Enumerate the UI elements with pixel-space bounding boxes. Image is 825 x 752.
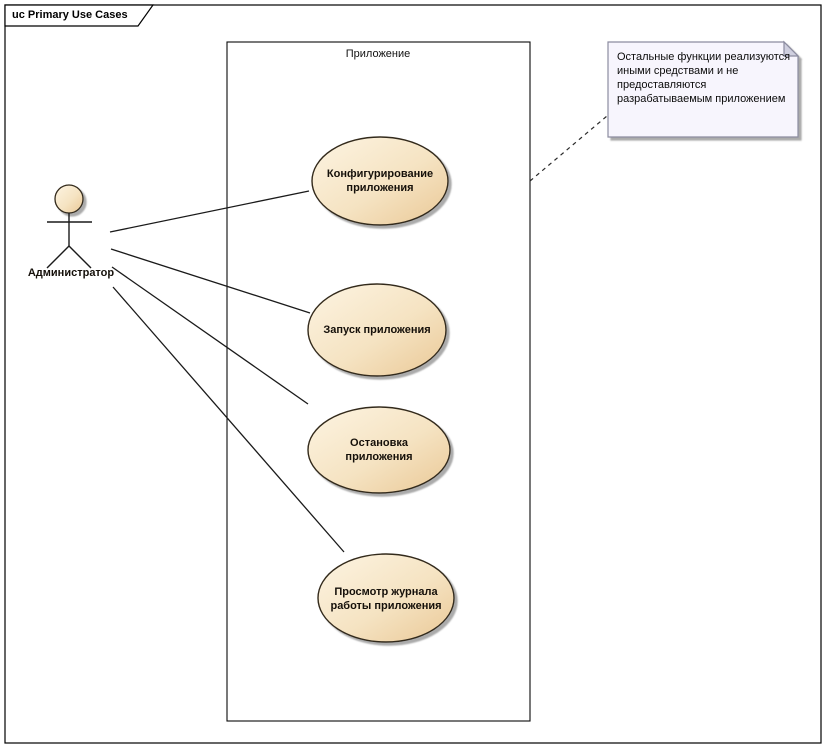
usecase-start-label: Запуск приложения [323,324,431,336]
actor-leg-right [68,245,92,269]
frame-title: uc Primary Use Cases [12,9,128,21]
usecase-stop-label: Остановка приложения [345,437,413,463]
usecase-stop[interactable] [307,406,451,494]
frame-border [4,4,822,744]
note-fold-icon [783,40,800,57]
actor-head [54,184,84,214]
usecase-configure-label: Конфигурирование приложения [326,168,434,194]
usecase-start[interactable] [307,283,447,377]
usecase-viewlog[interactable] [317,553,455,643]
association-viewlog[interactable] [112,286,345,553]
usecase-viewlog-label: Просмотр журнала работы приложения [330,586,442,612]
association-configure[interactable] [109,190,310,233]
note-link[interactable] [529,115,608,182]
boundary-label: Приложение [345,48,411,60]
frame-title-tab [4,4,155,27]
actor-label: Администратор [27,267,115,279]
actor-leg-left [46,245,70,269]
note[interactable] [607,40,800,138]
association-start[interactable] [110,248,311,314]
association-stop[interactable] [111,266,309,405]
note-text: Остальные функции реализуются иными сред… [617,51,791,105]
note-body [607,41,799,138]
usecase-configure[interactable] [311,136,449,226]
actor-administrator[interactable] [46,184,92,269]
